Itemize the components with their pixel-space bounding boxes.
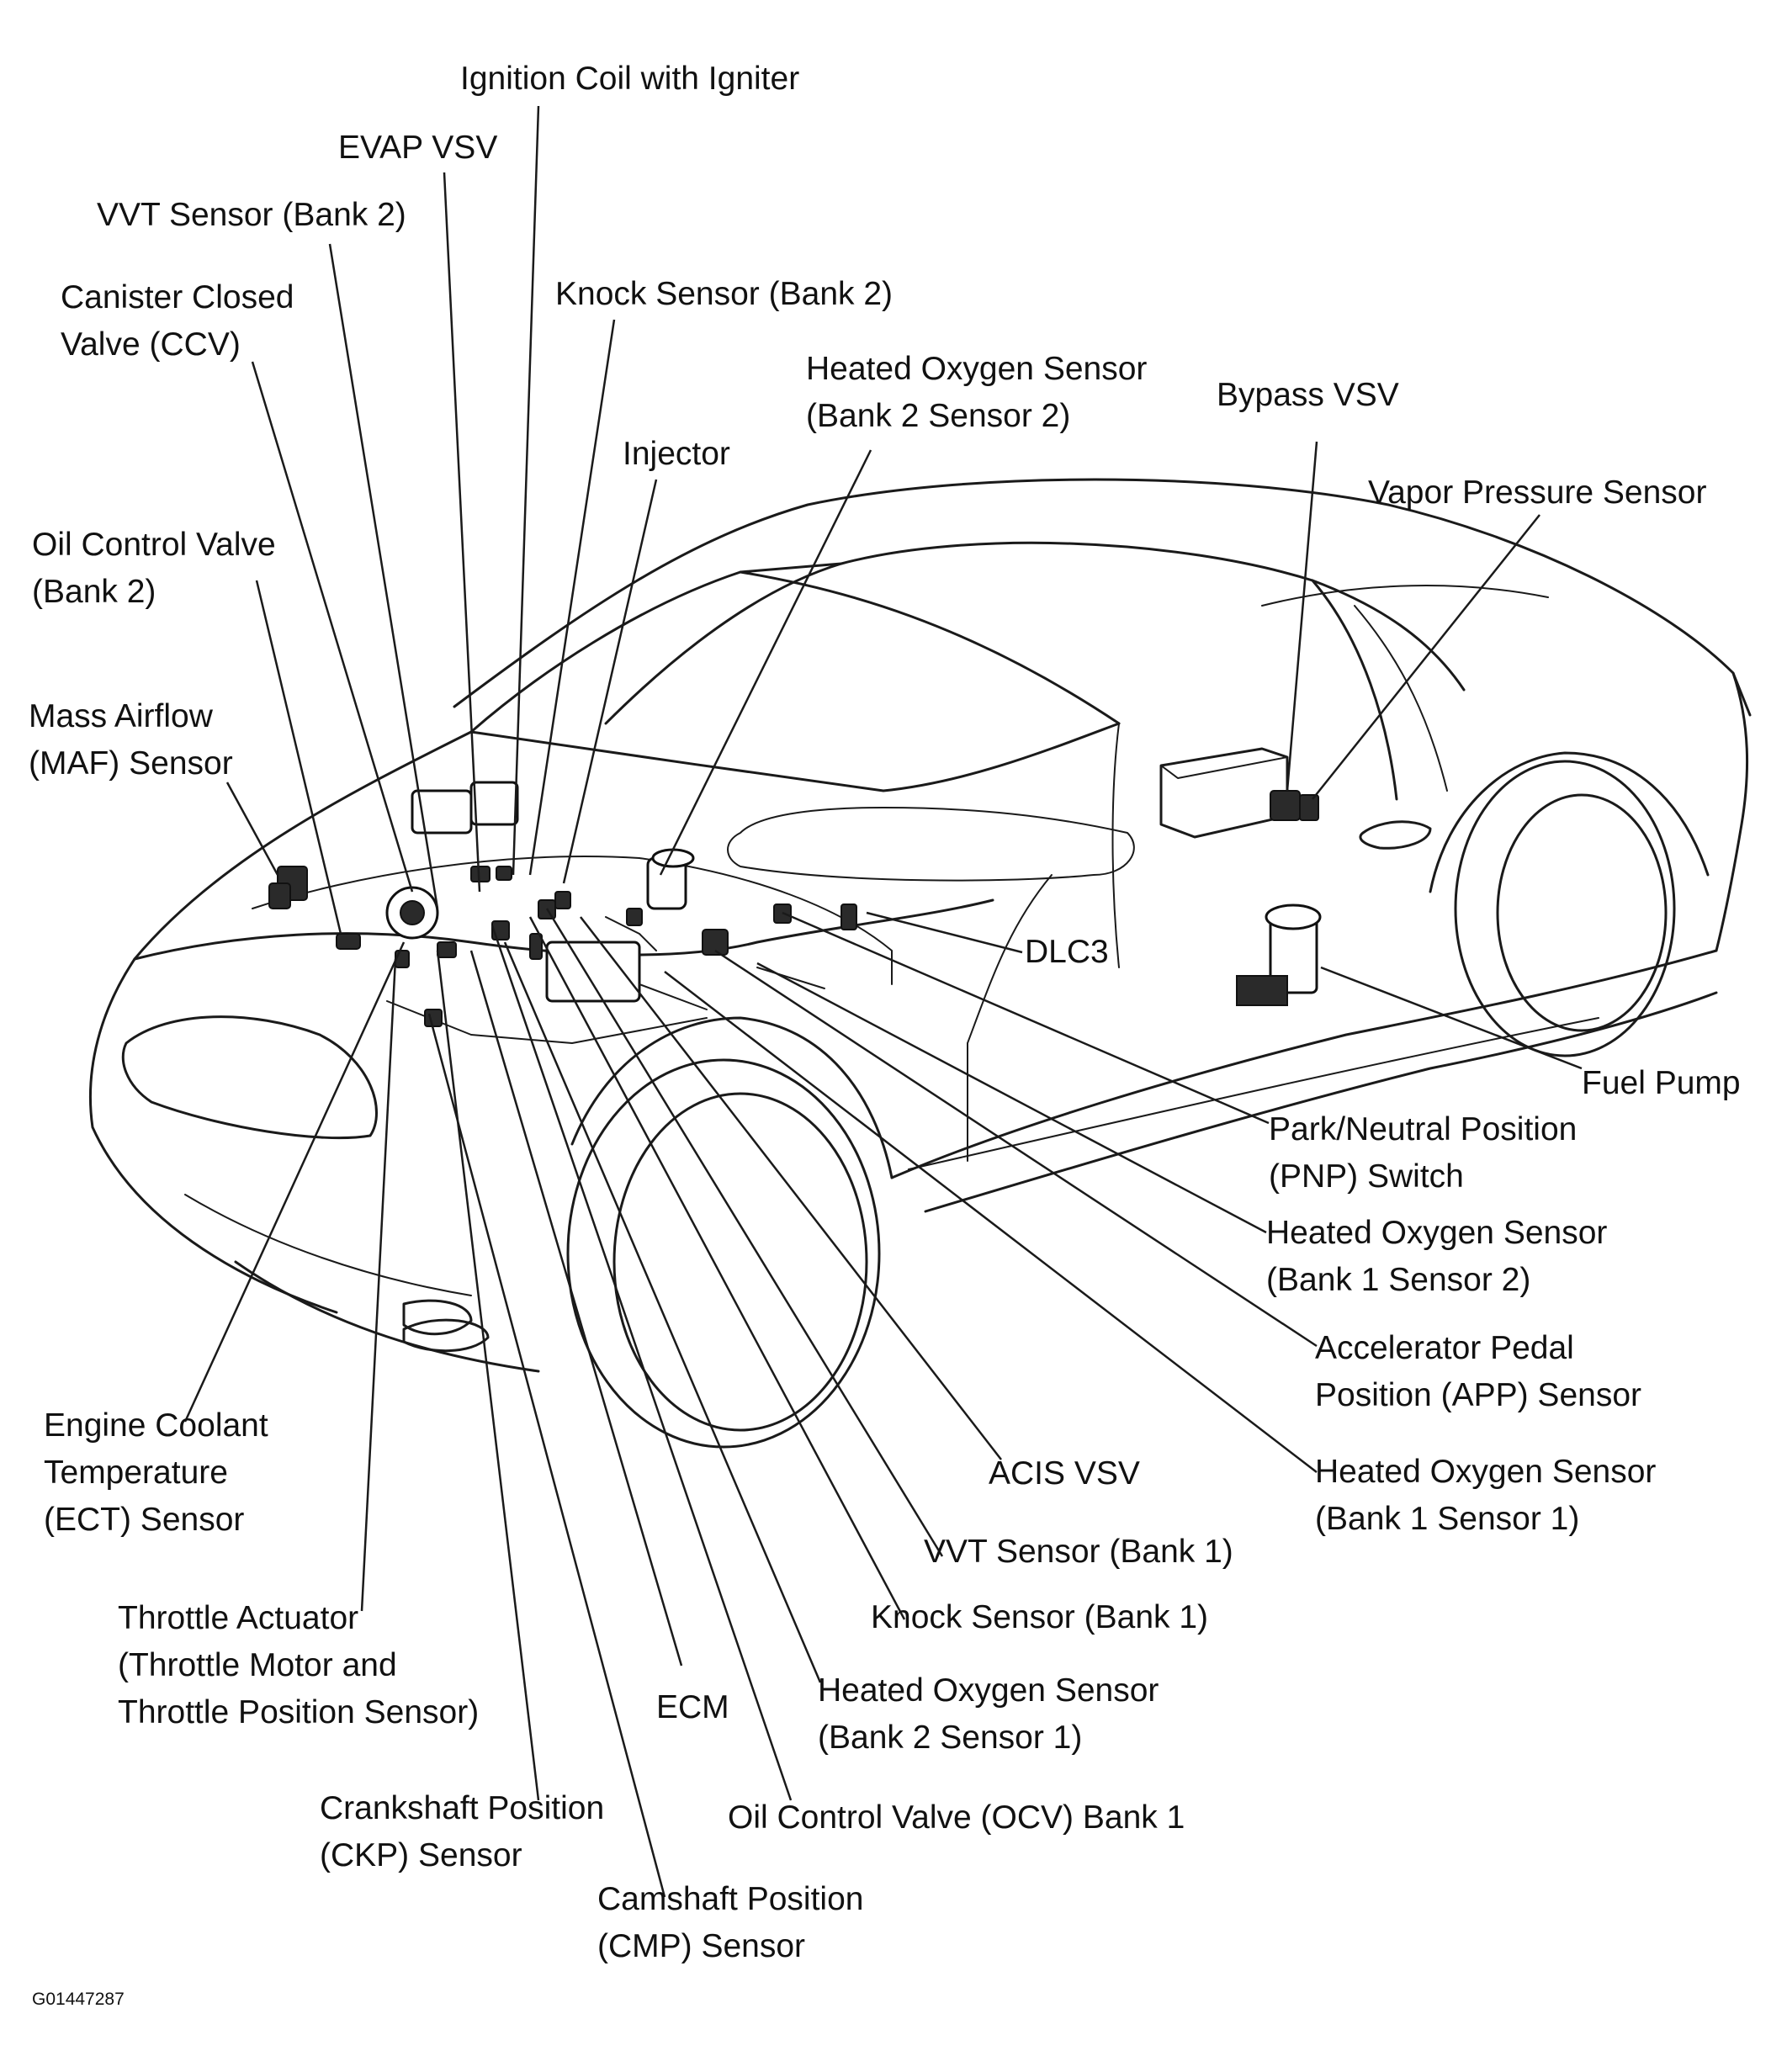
label-line: Temperature [44, 1455, 228, 1491]
label-ect-sensor: Engine Coolant Temperature (ECT) Sensor [44, 1402, 268, 1544]
label-line: DLC3 [1025, 934, 1109, 970]
label-line: (Bank 1 Sensor 1) [1315, 1501, 1580, 1537]
label-ignition-coil: Ignition Coil with Igniter [460, 56, 799, 103]
label-line: (PNP) Switch [1269, 1158, 1464, 1195]
label-pnp-switch: Park/Neutral Position (PNP) Switch [1269, 1106, 1577, 1200]
label-line: (Bank 1 Sensor 2) [1266, 1262, 1531, 1298]
label-line: Canister Closed [61, 279, 294, 315]
label-acis-vsv: ACIS VSV [989, 1450, 1140, 1497]
label-line: Fuel Pump [1582, 1065, 1741, 1101]
figure-id: G01447287 [32, 1990, 125, 2009]
label-line: Injector [623, 436, 730, 472]
label-line: Heated Oxygen Sensor [818, 1672, 1159, 1709]
label-line: Position (APP) Sensor [1315, 1377, 1642, 1413]
label-vvt-sensor-bank1: VVT Sensor (Bank 1) [924, 1529, 1233, 1576]
label-line: Heated Oxygen Sensor [1266, 1215, 1608, 1251]
leader-lines [183, 105, 1583, 1898]
label-oil-control-valve-bank2: Oil Control Valve (Bank 2) [32, 522, 276, 616]
label-evap-vsv: EVAP VSV [338, 125, 497, 172]
label-line: (Bank 2) [32, 574, 156, 610]
label-line: Heated Oxygen Sensor [1315, 1454, 1657, 1490]
label-ocv-bank1: Oil Control Valve (OCV) Bank 1 [728, 1794, 1185, 1841]
label-line: EVAP VSV [338, 130, 498, 166]
label-knock-sensor-bank1: Knock Sensor (Bank 1) [871, 1594, 1208, 1641]
label-line: Mass Airflow [29, 698, 213, 734]
label-line: ACIS VSV [989, 1455, 1140, 1492]
car-body [89, 478, 1752, 1449]
label-line: Bypass VSV [1217, 377, 1399, 413]
label-ho2s-bank1-sensor1: Heated Oxygen Sensor (Bank 1 Sensor 1) [1315, 1449, 1656, 1543]
label-vvt-sensor-bank2: VVT Sensor (Bank 2) [97, 192, 406, 239]
label-vapor-pressure-sensor: Vapor Pressure Sensor [1368, 469, 1706, 517]
label-line: Oil Control Valve (OCV) Bank 1 [728, 1799, 1185, 1836]
label-line: VVT Sensor (Bank 2) [97, 197, 406, 233]
label-cmp-sensor: Camshaft Position (CMP) Sensor [597, 1876, 863, 1970]
label-line: Accelerator Pedal [1315, 1330, 1574, 1366]
label-app-sensor: Accelerator Pedal Position (APP) Sensor [1315, 1325, 1641, 1419]
label-line: Oil Control Valve [32, 527, 276, 563]
label-ckp-sensor: Crankshaft Position (CKP) Sensor [320, 1785, 604, 1879]
label-line: Engine Coolant [44, 1407, 268, 1444]
label-line: ECM [656, 1689, 729, 1725]
label-canister-closed-valve: Canister Closed Valve (CCV) [61, 274, 294, 368]
label-line: Throttle Position Sensor) [118, 1694, 480, 1730]
label-ho2s-bank2-sensor1: Heated Oxygen Sensor (Bank 2 Sensor 1) [818, 1667, 1159, 1762]
label-line: Vapor Pressure Sensor [1368, 474, 1707, 511]
label-line: VVT Sensor (Bank 1) [924, 1534, 1233, 1570]
label-line: Valve (CCV) [61, 326, 241, 363]
label-ho2s-bank1-sensor2: Heated Oxygen Sensor (Bank 1 Sensor 2) [1266, 1210, 1607, 1304]
label-line: Knock Sensor (Bank 2) [555, 276, 894, 312]
label-line: Throttle Actuator [118, 1600, 359, 1636]
label-line: Knock Sensor (Bank 1) [871, 1599, 1209, 1635]
label-bypass-vsv: Bypass VSV [1217, 372, 1399, 419]
label-line: Camshaft Position [597, 1881, 864, 1917]
label-line: (CKP) Sensor [320, 1837, 522, 1873]
label-line: (ECT) Sensor [44, 1502, 245, 1538]
label-line: (CMP) Sensor [597, 1928, 806, 1964]
label-maf-sensor: Mass Airflow (MAF) Sensor [29, 693, 233, 787]
label-throttle-actuator: Throttle Actuator (Throttle Motor and Th… [118, 1595, 479, 1736]
label-line: (Bank 2 Sensor 1) [818, 1720, 1083, 1756]
label-line: Heated Oxygen Sensor [806, 351, 1148, 387]
label-line: Crankshaft Position [320, 1790, 605, 1826]
label-line: (MAF) Sensor [29, 745, 233, 782]
label-ecm: ECM [656, 1684, 729, 1731]
label-line: Ignition Coil with Igniter [460, 61, 800, 97]
label-injector: Injector [623, 431, 730, 478]
label-knock-sensor-bank2: Knock Sensor (Bank 2) [555, 271, 893, 318]
label-line: (Throttle Motor and [118, 1647, 397, 1683]
label-fuel-pump: Fuel Pump [1582, 1060, 1741, 1107]
label-ho2s-bank2-sensor2: Heated Oxygen Sensor (Bank 2 Sensor 2) [806, 346, 1147, 440]
label-line: Park/Neutral Position [1269, 1111, 1578, 1147]
label-line: (Bank 2 Sensor 2) [806, 398, 1071, 434]
label-dlc3: DLC3 [1025, 929, 1109, 976]
